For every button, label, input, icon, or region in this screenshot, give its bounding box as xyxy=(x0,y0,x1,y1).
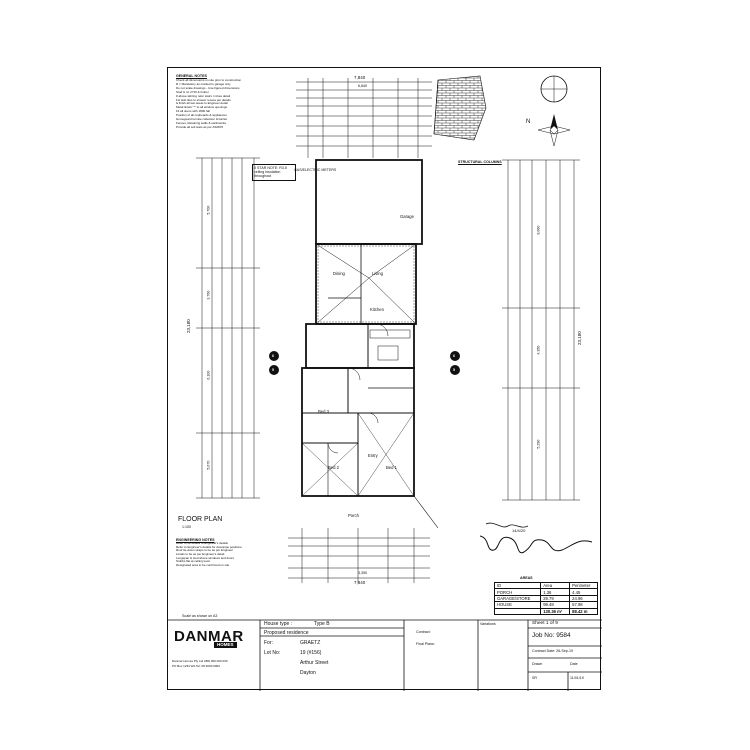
note-line: Refer to tie details to Engineer's detai… xyxy=(176,541,228,546)
job-number: Job No: 9584 xyxy=(532,632,571,639)
areas-table: ID Area Perimeter PORCH 1.36 4.45 GARAGE… xyxy=(493,581,598,615)
table-cell xyxy=(493,607,542,615)
note-line: Fences, Retaining walls & earthworks xyxy=(176,121,227,125)
star-note: 5 STAR NOTE: R3.5 ceiling insulation thr… xyxy=(252,164,296,181)
for-label: For: xyxy=(264,640,273,646)
section-marker-icon xyxy=(269,365,279,375)
note-line: Designated area to be confirmed on site xyxy=(176,562,230,567)
floor-plan-label: FLOOR PLAN xyxy=(178,516,223,523)
signature-date: 14/4/20 xyxy=(512,528,526,533)
room-bed2: Bed 2 xyxy=(328,465,339,470)
floor-plan-linework xyxy=(168,75,602,691)
room-entry: Entry xyxy=(368,453,378,458)
structural-heading: STRUCTURAL COLUMNS xyxy=(458,160,502,164)
final-plans-label: Final Plans: xyxy=(416,642,435,646)
note-line: FH Hob tiles to shower recess per detail… xyxy=(176,98,231,102)
room-bed3: Bed 3 xyxy=(318,409,329,414)
section-number: 6 xyxy=(453,354,455,358)
contract-label: Contract: xyxy=(416,630,431,634)
dim-left-part: 6,100 xyxy=(206,370,211,380)
dim-right-part: 9,060 xyxy=(536,225,541,235)
dim-inner-bottom: 3,350 xyxy=(358,571,367,575)
dim-inner-top: 6,840 xyxy=(358,84,367,88)
dim-overall-bottom: 7,840 xyxy=(354,580,366,585)
dim-overall-top: 7,840 xyxy=(354,75,366,80)
dim-left-part: 5,700 xyxy=(206,205,211,215)
engineering-notes-heading: ENGINEERING NOTES xyxy=(176,538,215,542)
note-line: Metal lintels "*" to all window openings xyxy=(176,106,227,110)
table-row: GARAGE/STORE 29.79 24.96 xyxy=(493,594,598,603)
note-line: Fit all doors with 1800 fall xyxy=(176,110,210,114)
room-dining: Dining xyxy=(333,271,345,276)
drawn-date: 11/01/19 xyxy=(570,676,584,680)
house-type-value: Type B xyxy=(314,621,330,627)
note-line: Stubbs flat at ceiling level xyxy=(176,559,210,564)
north-label: N xyxy=(526,119,531,125)
dim-left-part: 5,670 xyxy=(206,460,211,470)
note-line: Refer to Engineer's details for downpipe… xyxy=(176,544,242,549)
house-type-label: House type : xyxy=(264,621,293,627)
dim-left-part: 3,760 xyxy=(206,290,211,300)
room-bed1: Bed 1 xyxy=(386,465,397,470)
drawn-by: SR xyxy=(532,676,537,680)
scale-text: Scale as shown on A3 xyxy=(182,614,218,618)
for-value: GRAETZ xyxy=(300,640,321,646)
brand-name: DANMAR xyxy=(174,628,244,645)
gas-meter-label: GAS/ELECTRIC METERS xyxy=(294,168,337,172)
danmar-logo: DANMAR HOMES xyxy=(174,626,258,650)
general-notes: GENERAL NOTES Check all dimensions on si… xyxy=(176,74,294,130)
room-garage: Garage xyxy=(400,214,414,219)
engineering-notes: ENGINEERING NOTES Refer to tie details t… xyxy=(176,538,280,567)
contract-date: Contract Date: 26-Sep-19 xyxy=(532,649,573,653)
note-line: Stud & rd. 2715 & timber xyxy=(176,90,209,94)
dim-right-part: 5,290 xyxy=(536,439,541,449)
proposed-residence: Proposed residence xyxy=(264,630,309,636)
dim-right-part: 4,350 xyxy=(536,345,541,355)
note-line: # above skirting refer stairs / robes de… xyxy=(176,94,231,98)
company-line: Danmar Homes Pty Ltd ABN 000 000 000 xyxy=(172,659,228,663)
note-line: Provide all soil tests as per AS2870 xyxy=(176,125,224,129)
sheet-number: Sheet 1 of 9 xyxy=(532,621,558,626)
company-line: PO Box 1234 WA Tel: 08 9000 0000 xyxy=(172,664,220,668)
note-line: & finish all wet areas to Engineer detai… xyxy=(176,102,228,106)
section-number: 5 xyxy=(453,368,455,372)
variations-label: Variations xyxy=(480,622,496,626)
lot-value: 19 (#156) xyxy=(300,650,322,656)
note-line: Roof tie-down straps to be as per Engine… xyxy=(176,548,234,553)
room-porch: Porch xyxy=(348,513,359,518)
note-line: Longspan & stud above windows and doors xyxy=(176,555,235,560)
section-marker-icon xyxy=(269,351,279,361)
dim-left-total: 23,180 xyxy=(185,319,191,333)
note-line: Check all dimensions on site prior to co… xyxy=(176,79,242,82)
note-line: Do not scale drawings - Use figured dime… xyxy=(176,86,240,90)
lot-label: Lot No: xyxy=(264,650,281,656)
suburb: Dayton xyxy=(300,670,316,676)
section-marker-icon xyxy=(450,365,460,375)
section-number: 6 xyxy=(272,354,274,358)
table-cell: 88.42 m xyxy=(569,607,598,615)
dim-right-total: 23,180 xyxy=(576,331,582,345)
date-label: Date xyxy=(570,662,578,666)
areas-heading: AREAS xyxy=(520,576,533,580)
note-line: Homeguard termite collection & barrier xyxy=(176,118,228,122)
drawn-label: Drawn xyxy=(532,662,543,666)
floor-plan-scale: 1:100 xyxy=(182,525,191,529)
table-row: 130.36 m² 88.42 m xyxy=(493,607,598,615)
note-line: R = Mandatory as marked to garage only xyxy=(176,82,231,86)
note-line: Position of all cupboards & appliances xyxy=(176,114,227,118)
brand-sub: HOMES xyxy=(214,642,237,648)
north-arrow-icon xyxy=(550,114,558,130)
street: Arthur Street xyxy=(300,660,329,666)
table-row: HOUSE 99.48 57.98 xyxy=(493,601,598,609)
drawing-sheet: GENERAL NOTES Check all dimensions on si… xyxy=(167,67,602,691)
section-number: 5 xyxy=(272,368,274,372)
table-cell: 130.36 m² xyxy=(540,607,571,615)
room-living: Living xyxy=(372,271,383,276)
signature xyxy=(479,535,593,554)
note-line: Lintels to be as per Engineer's detail xyxy=(176,551,225,556)
room-kitchen: Kitchen xyxy=(370,307,384,312)
general-notes-heading: GENERAL NOTES xyxy=(176,74,207,78)
section-marker-icon xyxy=(450,351,460,361)
